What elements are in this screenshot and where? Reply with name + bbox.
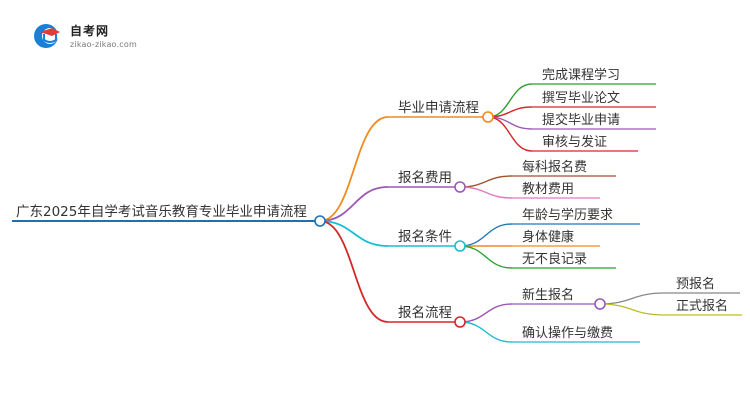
branch-node [454,316,466,328]
leaf-label: 教材费用 [522,181,574,197]
logo-icon [34,24,60,48]
branch-node [454,240,466,252]
site-logo[interactable]: 自考网 zikao-zikao.com [30,18,140,54]
leaf-connector [459,223,513,247]
leaf-connector [459,303,513,323]
leaf-label: 审核与发证 [542,134,607,150]
leaf-label: 无不良记录 [522,251,587,267]
branch-connector [319,220,389,323]
leaf-label: 提交毕业申请 [542,112,620,128]
brand-name: 自考网 [70,24,110,38]
leaf-label: 确认操作与缴费 [522,325,613,341]
subbranch-node [594,298,606,310]
leaf-label: 完成课程学习 [542,67,620,83]
subleaf-label: 预报名 [676,276,715,292]
leaf-connector [459,175,513,188]
root-node [314,215,326,227]
branch-label: 报名费用 [398,170,452,186]
branch-label: 毕业申请流程 [398,100,479,116]
leaf-label: 撰写毕业论文 [542,91,620,106]
leaf-label: 年龄与学历要求 [522,207,613,223]
subleaf-connector [599,303,665,316]
branch-connector [319,186,389,222]
leaf-connector [459,186,513,199]
branch-node [454,181,466,193]
branch-connector [319,220,389,247]
subleaf-connector [599,292,665,305]
brand-url: zikao-zikao.com [70,40,137,49]
branch-label: 报名条件 [398,228,452,245]
leaf-label: 每科报名费 [522,159,587,175]
branch-label: 报名流程 [398,305,452,321]
leaf-connector [459,321,513,343]
leaf-label: 新生报名 [522,287,574,303]
branch-connector [319,116,389,222]
subleaf-label: 正式报名 [676,298,728,314]
branch-node [482,111,494,123]
root-label: 广东2025年自学考试音乐教育专业毕业申请流程 [16,203,307,220]
leaf-connector [459,245,513,269]
leaf-connector [487,116,533,152]
leaf-label: 身体健康 [522,229,574,245]
